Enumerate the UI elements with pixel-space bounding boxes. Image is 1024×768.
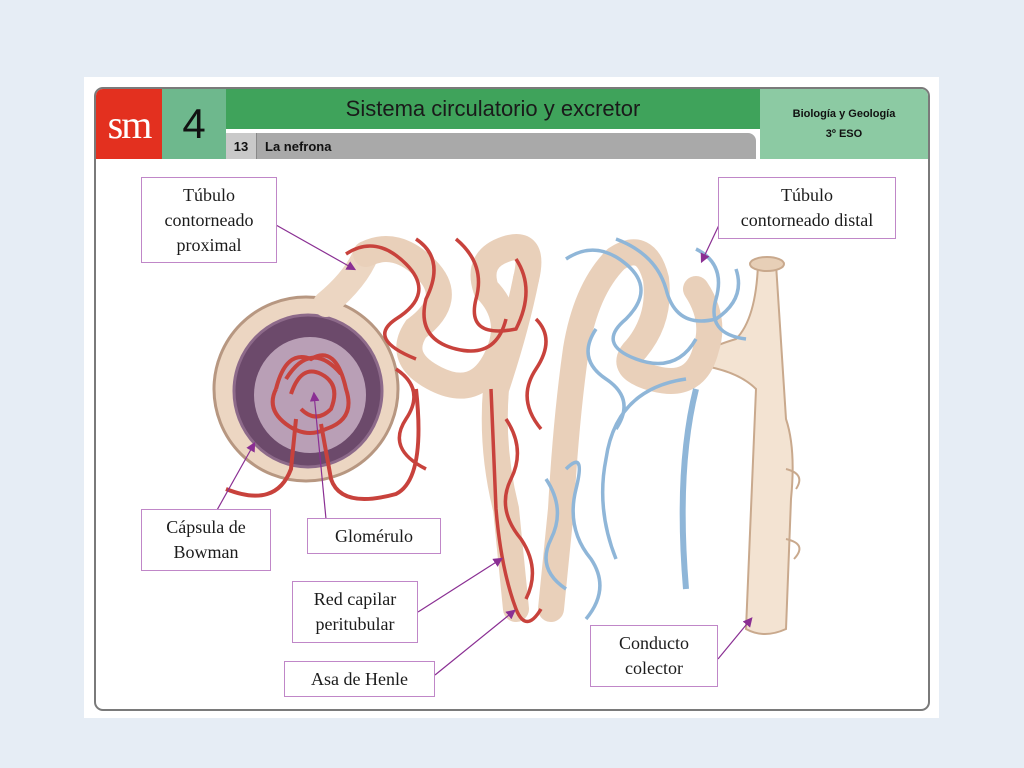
peritubular-network-blue [544, 237, 747, 621]
unit-number: 4 [162, 89, 226, 159]
lesson-bar: 13 La nefrona [226, 129, 760, 159]
lesson-number: 13 [226, 133, 257, 159]
glomerulus [225, 353, 421, 501]
course-name: 3º ESO [825, 128, 863, 140]
label-loop-of-henle: Asa de Henle [284, 661, 435, 697]
bowman-capsule [212, 241, 400, 483]
pointer-lines [211, 224, 753, 676]
label-peritubular-capillary: Red capilar peritubular [292, 581, 418, 643]
label-glomerulus: Glomérulo [307, 518, 441, 554]
sm-logo: sm [96, 89, 162, 159]
label-bowman-capsule: Cápsula de Bowman [141, 509, 271, 571]
peritubular-network-red [345, 237, 548, 624]
label-collecting-duct: Conducto colector [590, 625, 718, 687]
label-distal-tubule: Túbulo contorneado distal [718, 177, 896, 239]
label-proximal-tubule: Túbulo contorneado proximal [141, 177, 277, 263]
subject-name: Biología y Geología [792, 108, 896, 120]
subject-box: Biología y Geología 3º ESO [760, 89, 928, 159]
nephron-illustration [211, 224, 801, 676]
lesson-title: La nefrona [265, 138, 332, 154]
page-title: Sistema circulatorio y excretor [226, 89, 760, 129]
slide-frame: sm 4 Sistema circulatorio y excretor 13 … [94, 87, 930, 711]
slide: sm 4 Sistema circulatorio y excretor 13 … [84, 77, 939, 718]
tubules [353, 234, 723, 622]
